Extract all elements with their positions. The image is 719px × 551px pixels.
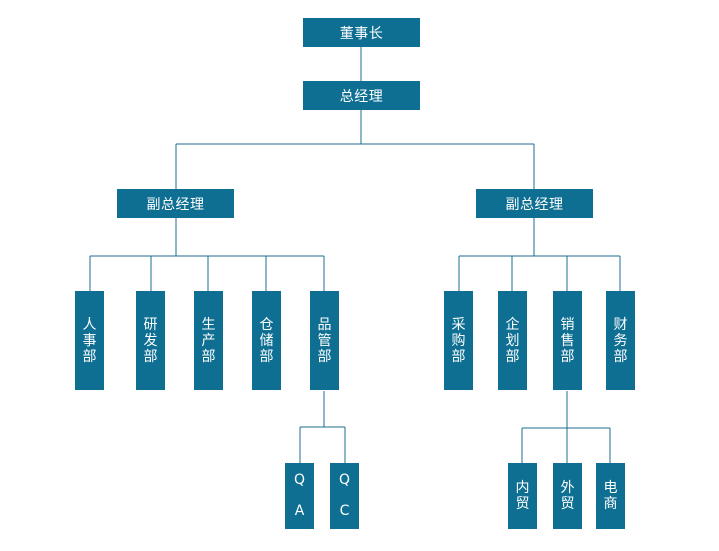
dept-rnd-box: 研发部 [136,291,165,390]
ecommerce-label: 电商 [603,480,618,512]
dept-finance-box: 财务部 [606,291,635,390]
deputy-gm-left-box: 副总经理 [117,189,234,218]
domestic-trade-label: 内贸 [515,480,530,512]
dept-warehouse-box: 仓储部 [252,291,281,390]
dept-production-box: 生产部 [194,291,223,390]
dept-quality-box: 品管部 [310,291,339,390]
dept-quality-label: 品管部 [317,316,332,365]
dept-hr-box: 人事部 [75,291,104,390]
dept-production-label: 生产部 [201,316,216,365]
qa-label: QA [293,472,306,519]
foreign-trade-box: 外贸 [553,463,582,529]
deputy-gm-right-box: 副总经理 [476,189,593,218]
qc-box: QC [330,463,359,529]
qc-label: QC [338,472,351,519]
dept-purchasing-box: 采购部 [444,291,473,390]
ecommerce-box: 电商 [596,463,625,529]
dept-warehouse-label: 仓储部 [259,316,274,365]
dept-sales-label: 销售部 [560,316,575,365]
deputy-gm-left-label: 副总经理 [146,196,205,213]
dept-finance-label: 财务部 [613,316,628,365]
dept-planning-label: 企划部 [505,316,520,365]
chairman-box: 董事长 [303,18,420,47]
dept-sales-box: 销售部 [553,291,582,390]
qa-box: QA [285,463,314,529]
foreign-trade-label: 外贸 [560,480,575,512]
general-manager-label: 总经理 [339,88,384,105]
deputy-gm-right-label: 副总经理 [505,196,564,213]
domestic-trade-box: 内贸 [508,463,537,529]
chairman-label: 董事长 [339,25,384,42]
dept-planning-box: 企划部 [498,291,527,390]
dept-rnd-label: 研发部 [143,316,158,365]
dept-purchasing-label: 采购部 [451,316,466,365]
dept-hr-label: 人事部 [82,316,97,365]
general-manager-box: 总经理 [303,81,420,110]
